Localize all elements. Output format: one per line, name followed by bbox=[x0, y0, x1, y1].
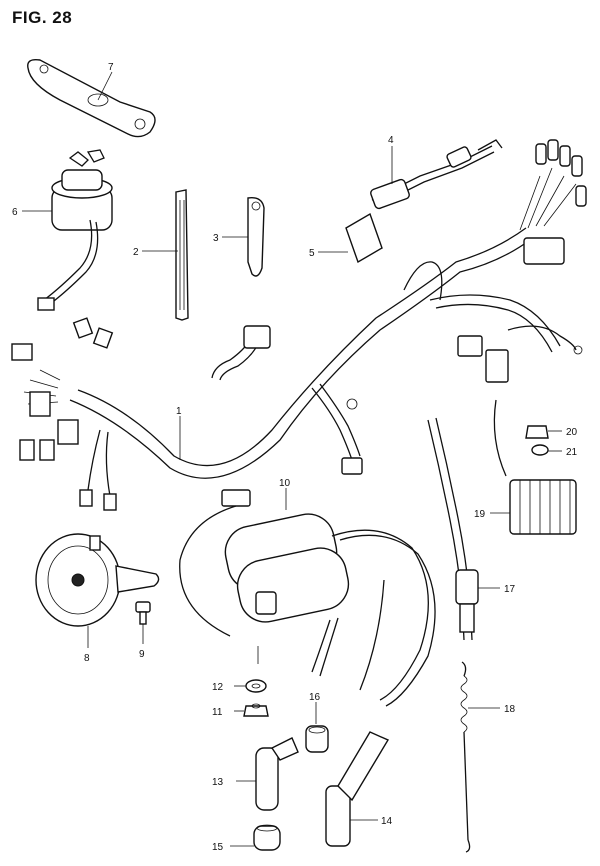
nut-part bbox=[234, 703, 269, 717]
callout-17: 17 bbox=[504, 584, 516, 595]
clamp-part bbox=[222, 197, 265, 277]
spring-part bbox=[460, 661, 500, 853]
callout-13: 13 bbox=[212, 777, 224, 788]
callout-10: 10 bbox=[279, 478, 291, 489]
washer-part bbox=[234, 679, 267, 693]
relay-connector-part bbox=[318, 139, 503, 264]
washer-small-part bbox=[531, 444, 562, 456]
callout-20: 20 bbox=[566, 427, 578, 438]
plug-cap-part bbox=[236, 737, 299, 811]
cable-strap-part bbox=[142, 189, 189, 321]
callout-6: 6 bbox=[12, 207, 18, 218]
callout-21: 21 bbox=[566, 447, 578, 458]
bracket-plate-part bbox=[27, 58, 156, 138]
callout-14: 14 bbox=[381, 816, 393, 827]
callout-9: 9 bbox=[139, 649, 145, 660]
nut-small-part bbox=[525, 425, 562, 439]
callout-18: 18 bbox=[504, 704, 516, 715]
horn-part bbox=[35, 533, 160, 648]
callout-8: 8 bbox=[84, 653, 90, 664]
callout-5: 5 bbox=[309, 248, 315, 259]
ignition-switch-part bbox=[22, 149, 113, 311]
rubber-cap-part bbox=[230, 824, 281, 851]
seal-part bbox=[305, 702, 329, 753]
callout-12: 12 bbox=[212, 682, 224, 693]
regulator-part bbox=[490, 399, 577, 535]
callout-19: 19 bbox=[474, 509, 486, 520]
callout-11: 11 bbox=[212, 707, 223, 718]
callout-2: 2 bbox=[133, 247, 139, 258]
plug-cap-angled-part bbox=[325, 731, 390, 847]
callout-15: 15 bbox=[212, 842, 224, 853]
main-wiring-harness bbox=[11, 139, 587, 641]
callout-3: 3 bbox=[213, 233, 219, 244]
ignition-coil-part bbox=[179, 488, 436, 707]
callout-7: 7 bbox=[108, 62, 114, 73]
callout-4: 4 bbox=[388, 135, 394, 146]
brake-switch-part bbox=[455, 569, 500, 633]
callout-16: 16 bbox=[309, 692, 321, 703]
callout-1: 1 bbox=[176, 406, 182, 417]
figure-title: FIG. 28 bbox=[12, 8, 73, 27]
bolt-part bbox=[135, 601, 151, 644]
